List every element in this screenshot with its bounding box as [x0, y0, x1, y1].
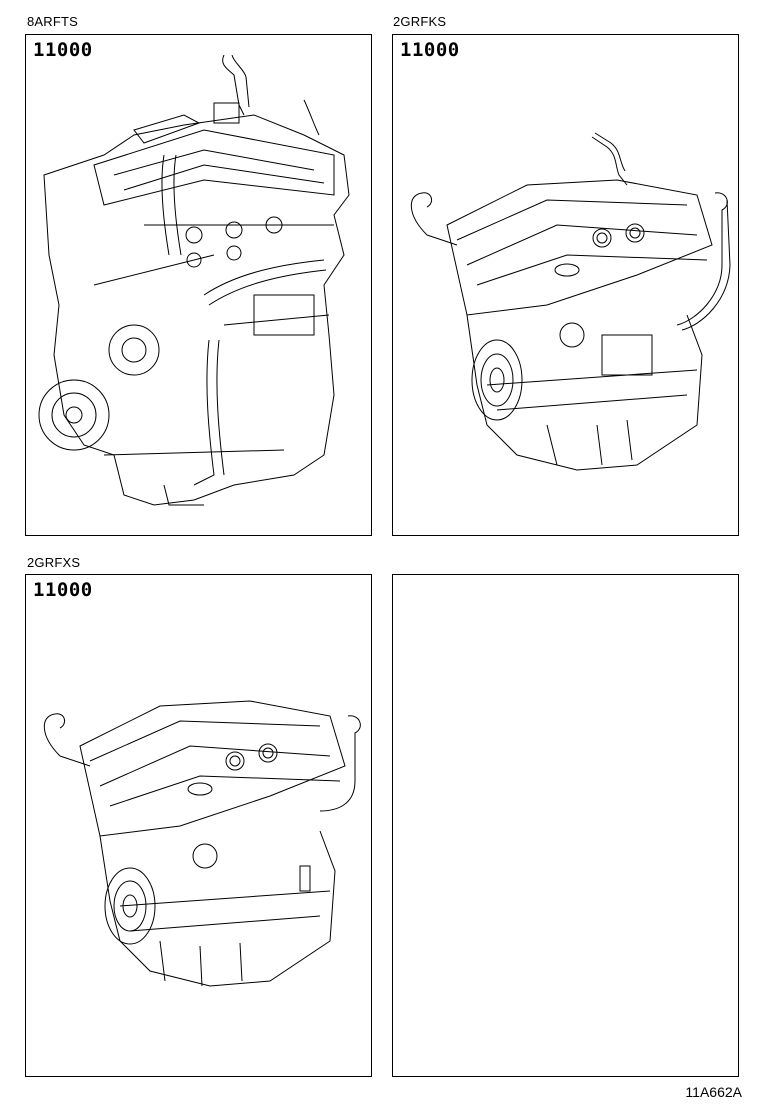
panel-8arfts[interactable]: 11000 [25, 34, 372, 536]
part-number[interactable]: 11000 [400, 39, 460, 61]
part-number[interactable]: 11000 [33, 39, 93, 61]
panel-empty [392, 574, 739, 1077]
model-label-8arfts: 8ARFTS [27, 14, 79, 29]
model-label-2grfxs: 2GRFXS [27, 555, 81, 570]
part-number[interactable]: 11000 [33, 579, 93, 601]
illustration-reference-code: 11A662A [685, 1084, 742, 1100]
engine-illustration-2grfxs [30, 681, 370, 991]
model-label-2grfks: 2GRFKS [393, 14, 447, 29]
engine-illustration-8arfts [34, 54, 364, 525]
panel-2grfks[interactable]: 11000 [392, 34, 739, 536]
engine-illustration-2grfks [397, 125, 737, 475]
panel-2grfxs[interactable]: 11000 [25, 574, 372, 1077]
